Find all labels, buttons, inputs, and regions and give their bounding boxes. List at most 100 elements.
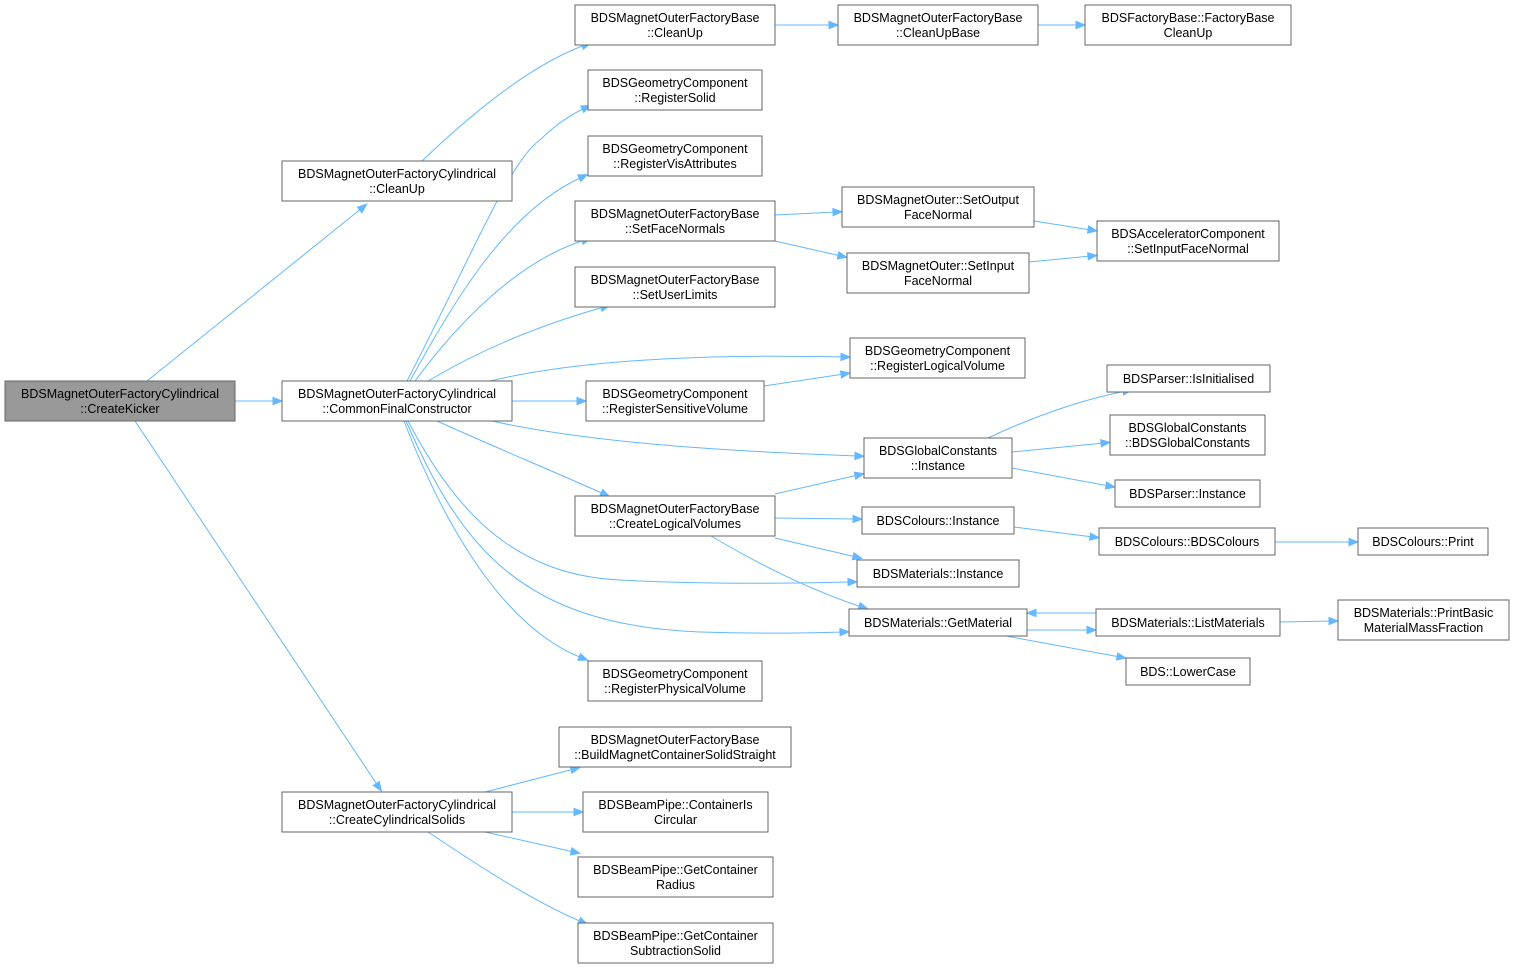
node-label: BDSMagnetOuter::SetInput [862,259,1015,273]
node-label: ::RegisterSolid [634,91,715,105]
edge-line [146,207,363,382]
node-box [1125,657,1251,686]
edge-common-to-getmat [405,420,851,637]
edge-cylsolids-to-buildcont [484,765,582,793]
node-parserinst[interactable]: BDSParser::Instance [1114,479,1261,508]
node-cylsolids[interactable]: BDSMagnetOuterFactoryCylindrical::Create… [281,791,513,833]
edge-line [491,420,859,457]
edge-common-to-reglog [489,352,852,382]
node-cleanup_cyl[interactable]: BDSMagnetOuterFactoryCylindrical::CleanU… [281,160,513,202]
edge-gcinst-to-gcctor [1011,439,1112,453]
node-label: BDSColours::Instance [877,514,1000,528]
arrowhead-icon [1075,20,1087,30]
node-matinst[interactable]: BDSMaterials::Instance [856,559,1020,588]
arrowhead-icon [832,207,844,217]
node-label: BDSParser::IsInitialised [1123,372,1254,386]
node-label: ::CleanUpBase [896,26,980,40]
arrowhead-icon [853,471,866,481]
arrowhead-icon [577,173,589,183]
arrowhead-icon [1025,608,1037,618]
edge-cleanupbase-to-factorybase [1038,20,1087,30]
node-colctor[interactable]: BDSColours::BDSColours [1098,527,1276,556]
edge-line [427,306,605,382]
node-box [587,69,763,111]
edge-gcinst-to-parserinst [1011,467,1117,490]
node-box [4,380,236,422]
node-cleanup_base[interactable]: BDSMagnetOuterFactoryBase::CleanUp [574,4,776,46]
node-printbasic[interactable]: BDSMaterials::PrintBasicMaterialMassFrac… [1337,599,1510,641]
node-accinput[interactable]: BDSAcceleratorComponent::SetInputFaceNor… [1096,220,1280,262]
arrowhead-icon [840,352,852,362]
node-label: BDSMaterials::PrintBasic [1354,606,1494,620]
node-label: ::RegisterSensitiveVolume [602,402,748,416]
node-reglog[interactable]: BDSGeometryComponent::RegisterLogicalVol… [849,337,1026,379]
edge-regsens-to-reglog [763,370,852,387]
node-label: ::CreateLogicalVolumes [609,517,741,531]
edge-line [1011,467,1110,487]
node-regsolid[interactable]: BDSGeometryComponent::RegisterSolid [587,69,763,111]
edge-common-to-gcinst [491,420,866,461]
node-setface[interactable]: BDSMagnetOuterFactoryBase::SetFaceNormal… [574,200,776,242]
node-regvis[interactable]: BDSGeometryComponent::RegisterVisAttribu… [587,135,763,177]
node-contsub[interactable]: BDSBeamPipe::GetContainerSubtractionSoli… [577,922,774,964]
node-listmat[interactable]: BDSMaterials::ListMaterials [1095,608,1281,637]
arrowhead-icon [851,551,864,561]
node-label: BDSMagnetOuterFactoryCylindrical [298,167,496,181]
node-buildcont[interactable]: BDSMagnetOuterFactoryBase::BuildMagnetCo… [558,726,792,768]
node-createlog[interactable]: BDSMagnetOuterFactoryBase::CreateLogical… [574,495,776,537]
node-colinst[interactable]: BDSColours::Instance [861,506,1015,535]
node-setin[interactable]: BDSMagnetOuter::SetInputFaceNormal [846,252,1030,294]
node-box [1106,364,1271,393]
node-regsens[interactable]: BDSGeometryComponent::RegisterSensitiveV… [585,380,765,422]
node-label: BDS::LowerCase [1140,665,1236,679]
edge-colctor-to-colprint [1275,537,1360,547]
edge-line [1033,220,1092,231]
node-parserinit[interactable]: BDSParser::IsInitialised [1106,364,1271,393]
node-getmat[interactable]: BDSMaterials::GetMaterial [848,608,1028,637]
edge-line [414,239,586,382]
node-lower[interactable]: BDS::LowerCase [1125,657,1251,686]
node-gcinst[interactable]: BDSGlobalConstants::Instance [863,437,1013,479]
edge-setout-to-accinput [1033,220,1099,234]
arrowhead-icon [839,370,852,379]
arrowhead-icon [1086,225,1099,234]
node-regphys[interactable]: BDSGeometryComponent::RegisterPhysicalVo… [587,660,763,702]
arrowhead-icon [1115,652,1128,661]
node-label: CleanUp [1164,26,1213,40]
node-label: ::CreateCylindricalSolids [329,813,465,827]
node-label: BDSColours::Print [1372,535,1474,549]
node-label: ::SetFaceNormals [625,222,725,236]
node-label: MaterialMassFraction [1364,621,1484,635]
node-box [856,559,1020,588]
arrowhead-icon [1087,252,1099,261]
node-label: FaceNormal [904,274,972,288]
node-box [558,726,792,768]
node-common[interactable]: BDSMagnetOuterFactoryCylindrical::Common… [281,380,513,422]
edge-createlog-to-matinst [774,537,864,561]
node-label: ::CleanUp [369,182,425,196]
arrowhead-icon [839,627,851,637]
node-label: ::RegisterPhysicalVolume [604,682,746,696]
node-label: BDSBeamPipe::GetContainer [593,929,758,943]
node-userlim[interactable]: BDSMagnetOuterFactoryBase::SetUserLimits [574,266,776,308]
node-colprint[interactable]: BDSColours::Print [1357,527,1489,556]
edge-line [406,107,586,382]
node-label: ::SetInputFaceNormal [1127,242,1249,256]
node-label: ::RegisterVisAttributes [613,157,736,171]
edge-common-to-regvis [409,173,589,382]
node-box [1095,608,1281,637]
node-label: BDSMagnetOuterFactoryCylindrical [21,387,219,401]
node-gcctor[interactable]: BDSGlobalConstants::BDSGlobalConstants [1109,414,1266,456]
edge-common-to-userlim [427,303,612,382]
edge-common-to-createlog [436,420,611,497]
node-cleanupbase[interactable]: BDSMagnetOuterFactoryBase::CleanUpBase [837,4,1039,46]
edge-setin-to-accinput [1028,252,1099,263]
node-label: BDSGeometryComponent [865,344,1011,358]
arrowhead-icon [836,250,849,260]
edge-cylsolids-to-contrad [484,831,582,856]
node-label: ::CleanUp [647,26,703,40]
